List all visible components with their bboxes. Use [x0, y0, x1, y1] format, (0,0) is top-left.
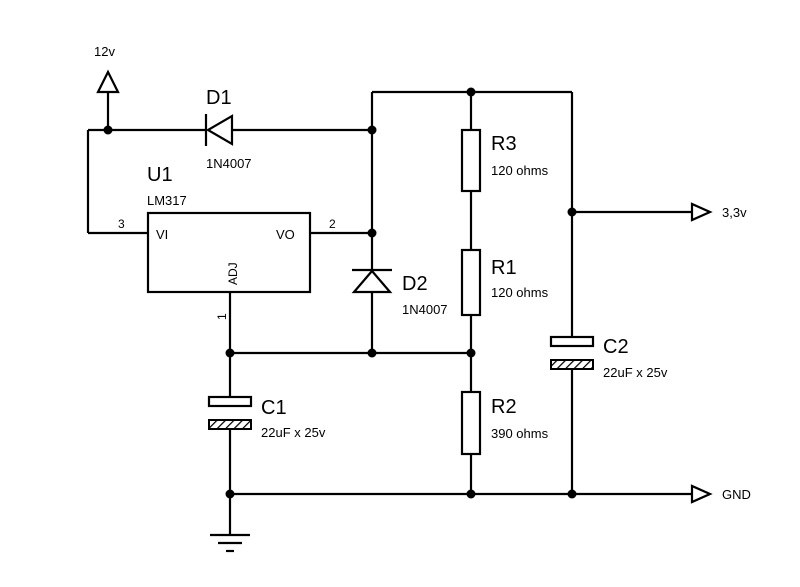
capacitor-c1-icon — [207, 395, 253, 430]
junction-dot — [567, 207, 577, 217]
c2-ref-label: C2 — [603, 336, 629, 358]
resistor-r1 — [460, 248, 482, 317]
power-input-label: 12v — [94, 44, 115, 59]
u1-pin-vi-label: VI — [156, 227, 168, 242]
d2-ref-label: D2 — [402, 273, 428, 295]
capacitor-c2-icon — [549, 335, 595, 370]
resistor-r2 — [460, 390, 482, 456]
r3-value-label: 120 ohms — [491, 163, 549, 178]
output-port-label: 3,3v — [722, 205, 747, 220]
u1-pin-number-adj: 1 — [215, 313, 229, 320]
r2-value-label: 390 ohms — [491, 426, 549, 441]
power-input-arrow-icon — [96, 69, 120, 94]
u1-pin-number-vi: 3 — [118, 217, 125, 231]
r1-ref-label: R1 — [491, 257, 517, 279]
junction-dot — [466, 87, 476, 97]
diode-d1-icon — [204, 114, 234, 146]
u1-value-label: LM317 — [147, 193, 187, 208]
junction-dot — [225, 348, 235, 358]
u1-pin-adj-label: ADJ — [226, 262, 240, 285]
u1-regulator-body — [146, 211, 312, 294]
u1-ref-label: U1 — [147, 164, 173, 186]
u1-pin-vo-label: VO — [276, 227, 295, 242]
junction-dots — [103, 87, 577, 499]
u1-pin-number-vo: 2 — [329, 217, 336, 231]
ground-port-arrow-icon — [690, 484, 713, 504]
c1-value-label: 22uF x 25v — [261, 425, 326, 440]
junction-dot — [466, 489, 476, 499]
wires — [86, 90, 692, 535]
junction-dot — [466, 348, 476, 358]
ground-port-label: GND — [722, 487, 751, 502]
junction-dot — [567, 489, 577, 499]
r3-ref-label: R3 — [491, 133, 517, 155]
junction-dot — [367, 348, 377, 358]
junction-dot — [103, 125, 113, 135]
c1-ref-label: C1 — [261, 397, 287, 419]
d1-value-label: 1N4007 — [206, 156, 252, 171]
resistor-r3 — [460, 128, 482, 193]
junction-dot — [367, 228, 377, 238]
c2-value-label: 22uF x 25v — [603, 365, 668, 380]
diode-d2-icon — [351, 268, 393, 294]
ground-icon — [210, 533, 250, 553]
junction-dot — [225, 489, 235, 499]
junction-dot — [367, 125, 377, 135]
r1-value-label: 120 ohms — [491, 285, 549, 300]
r2-ref-label: R2 — [491, 396, 517, 418]
output-port-arrow-icon — [690, 202, 713, 222]
d1-ref-label: D1 — [206, 87, 232, 109]
d2-value-label: 1N4007 — [402, 302, 448, 317]
